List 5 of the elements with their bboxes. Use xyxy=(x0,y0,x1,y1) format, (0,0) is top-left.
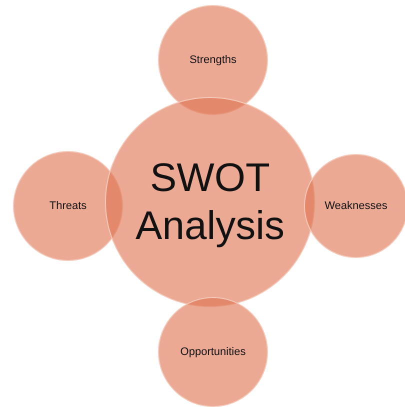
node-label: Strengths xyxy=(189,54,237,66)
node-label: Threats xyxy=(49,200,87,212)
node-label: SWOT Analysis xyxy=(135,155,285,250)
node-label: Opportunities xyxy=(180,346,246,358)
node-label: Weaknesses xyxy=(324,200,388,212)
